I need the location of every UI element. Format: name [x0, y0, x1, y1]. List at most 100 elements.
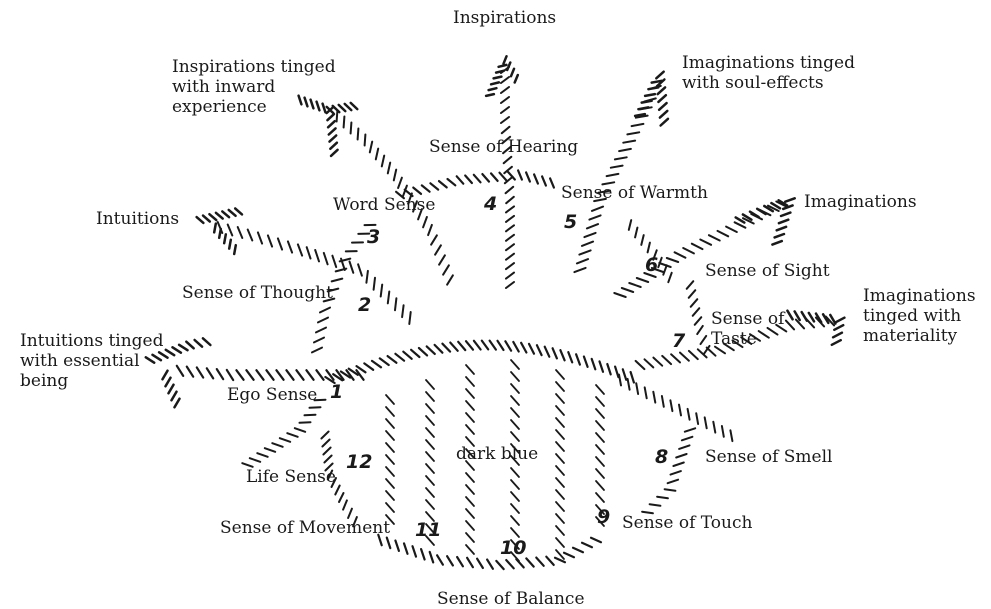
hatch-dash [323, 448, 330, 455]
hatch-dash [623, 141, 635, 143]
hatch-dash [203, 216, 210, 222]
hatch-dash [421, 549, 425, 559]
lens-hatch-dash [511, 372, 519, 381]
lens-hatch-dash [466, 545, 474, 554]
hatch-dash [511, 69, 514, 76]
hatch-dash [584, 233, 595, 237]
hatch-dash [650, 504, 661, 506]
hatch-dash [695, 317, 702, 325]
hatch-dash [376, 149, 378, 160]
hatch-dash [550, 178, 554, 187]
hatch-dash [332, 279, 343, 282]
lens-hatch-dash [386, 455, 394, 464]
hatch-dash [506, 254, 514, 260]
lens-hatch-dash [426, 464, 434, 473]
hatch-dash [696, 413, 698, 424]
hatch-dash [295, 428, 305, 432]
hatch-dash [224, 234, 226, 243]
hatch-dash [679, 445, 689, 449]
hatch-dash [627, 132, 639, 134]
lens-hatch-dash [511, 480, 519, 489]
hatch-dash [582, 543, 592, 547]
hatch-dash [381, 285, 383, 297]
hatch-dash [692, 244, 703, 249]
hatch-dash [307, 247, 311, 258]
hatch-dash [526, 558, 533, 566]
number-8: 8 [655, 446, 668, 468]
hatch-dash [662, 356, 671, 364]
lens-hatch-dash [511, 528, 519, 537]
lens-hatch-dash [511, 516, 519, 525]
lens-hatch-dash [426, 488, 434, 497]
hatch-dash [266, 370, 273, 380]
hatch-dash [482, 174, 489, 182]
lens-hatch-dash [466, 377, 474, 386]
hatch-dash [207, 368, 213, 378]
hatch-dash [477, 559, 483, 568]
hatch-dash [607, 364, 610, 374]
hatch-dash [645, 359, 654, 367]
hatch-dash [490, 341, 496, 350]
hatch-dash [730, 430, 732, 441]
hatch-dash [506, 235, 514, 241]
hatch-dash [506, 244, 514, 250]
hatch-dash [366, 271, 368, 283]
hatch-dash [662, 396, 664, 407]
lens-hatch-dash [511, 408, 519, 417]
hatch-dash [518, 170, 522, 179]
hatch-dash [328, 121, 335, 127]
hatch-dash [256, 370, 263, 380]
hatch-dash [697, 326, 703, 334]
hatch-dash [665, 489, 676, 491]
hatch-dash [564, 553, 574, 557]
hatch-dash [545, 347, 550, 357]
lens-hatch-dash [556, 490, 564, 499]
hatch-dash [177, 366, 183, 376]
hatch-dash [529, 344, 534, 354]
hatch-dash [257, 453, 267, 457]
hatch-dash [637, 278, 648, 282]
lens-hatch-dash [466, 425, 474, 434]
hatch-dash [809, 313, 814, 322]
hatch-dash [785, 198, 794, 201]
hatch-dash [395, 541, 399, 551]
hatch-dash [705, 417, 707, 428]
lens-hatch-dash [596, 457, 604, 466]
hatch-dash [582, 242, 593, 246]
lens-hatch-dash [466, 521, 474, 530]
hatch-dash [447, 275, 453, 284]
hatch-dash [335, 486, 339, 495]
hatch-dash [272, 443, 282, 447]
hatch-dash [388, 292, 390, 304]
hatch-dash [413, 546, 417, 556]
number-7: 7 [672, 330, 685, 352]
label-imaginations-soul: Imaginations tinged with soul-effects [682, 53, 877, 93]
hatch-dash [573, 548, 583, 552]
hatch-dash [663, 265, 666, 274]
hatch-dash [506, 263, 514, 269]
hatch-dash [592, 359, 596, 369]
lens-hatch-dash [466, 533, 474, 542]
lens-hatch-dash [556, 442, 564, 451]
hatch-dash [439, 255, 445, 264]
hatch-dash [365, 135, 366, 146]
hatch-dash [506, 216, 514, 222]
hatch-dash [781, 213, 790, 216]
hatch-dash [592, 207, 603, 211]
label-intuitions: Intuitions [96, 209, 179, 229]
hatch-dash [693, 308, 700, 316]
hatch-dash [419, 348, 427, 355]
hatch-dash [642, 101, 652, 103]
hatch-dash [501, 77, 509, 83]
hatch-dash [635, 228, 637, 238]
hatch-dash [660, 111, 667, 118]
hatch-dash [458, 342, 465, 350]
hatch-dash [645, 387, 647, 398]
hatch-dash [834, 325, 843, 330]
hatch-dash [300, 422, 311, 423]
hatch-dash [833, 333, 842, 338]
hatch-dash [635, 114, 645, 116]
hatch-dash [175, 399, 180, 408]
hatch-dash [219, 229, 221, 238]
hatch-dash [248, 230, 253, 241]
